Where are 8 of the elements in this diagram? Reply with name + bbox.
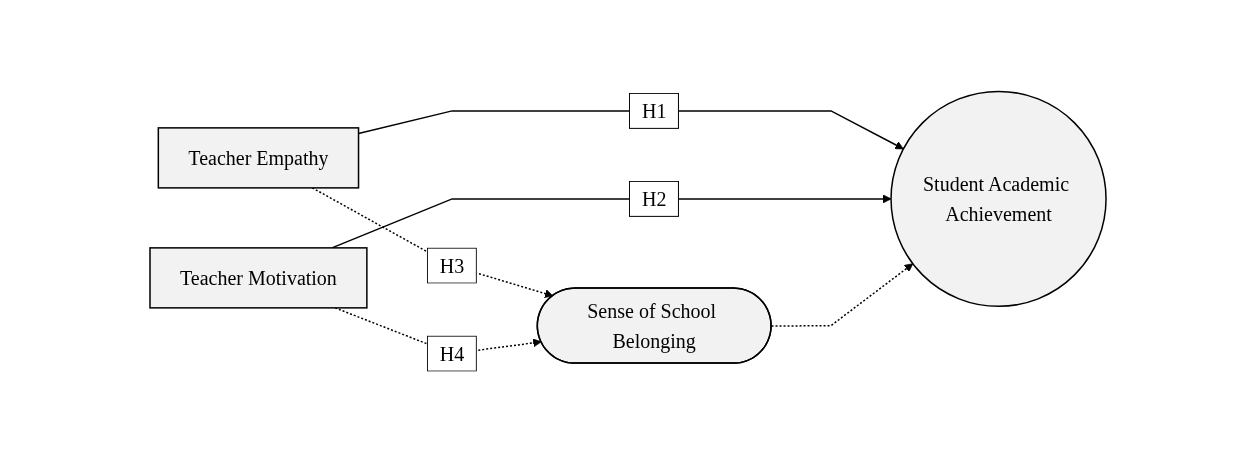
arrow: [770, 263, 914, 327]
edge-label: H3: [439, 254, 465, 277]
node-box: Teacher Motivation: [149, 247, 368, 309]
edge-label: H4: [439, 342, 465, 365]
node-circle: Student Academic Achievement: [890, 90, 1107, 308]
node-box: Teacher Empathy: [157, 127, 360, 189]
edge-label: H2: [641, 187, 667, 210]
edge-label: H1: [641, 99, 667, 122]
